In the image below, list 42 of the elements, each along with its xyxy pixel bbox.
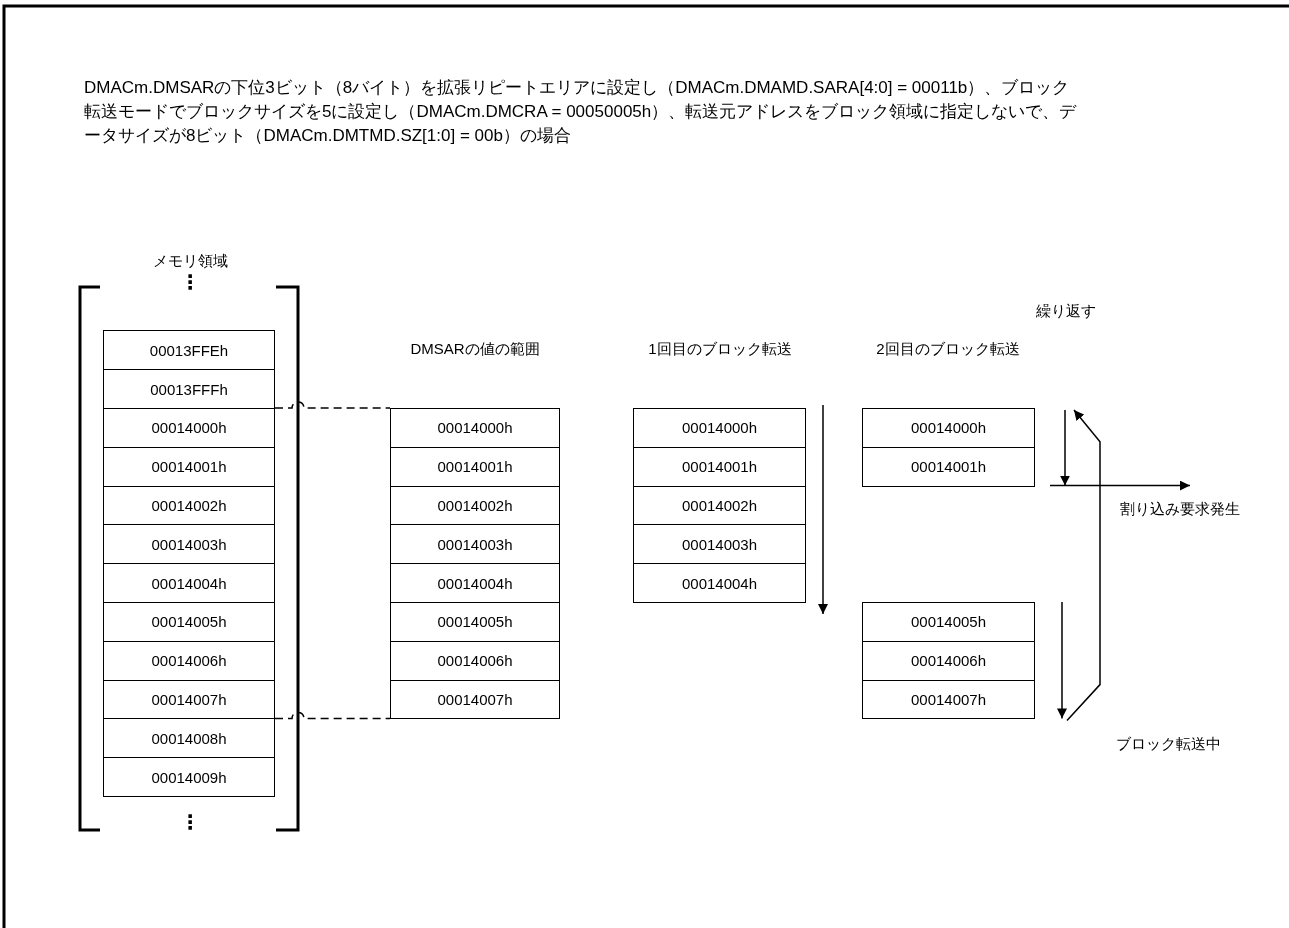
memory-cell: 00014000h (633, 408, 806, 448)
memory-cell: 00014002h (390, 485, 560, 526)
memory-cell: 00014003h (390, 524, 560, 565)
column-heading: 1回目のブロック転送 (648, 340, 792, 359)
memory-cell: 00013FFFh (103, 369, 275, 409)
memory-cell: 00014001h (862, 446, 1035, 487)
memory-cell: 00013FFEh (103, 330, 275, 371)
guide-line (274, 401, 391, 409)
memory-cell: 00014005h (862, 602, 1035, 642)
ellipsis: ⋮ (180, 270, 200, 294)
column-heading: 2回目のブロック転送 (876, 340, 1020, 359)
memory-cell: 00014006h (862, 640, 1035, 681)
memory-cell: 00014004h (103, 563, 275, 603)
memory-cell: 00014001h (103, 446, 275, 487)
memory-cell: 00014002h (633, 485, 806, 526)
column-heading: メモリ領域 (152, 252, 228, 271)
memory-cell: 00014008h (103, 718, 275, 759)
memory-cell: 00014006h (103, 640, 275, 681)
column-heading: DMSARの値の範囲 (410, 340, 540, 359)
memory-cell: 00014005h (103, 602, 275, 642)
memory-cell: 00014007h (103, 679, 275, 720)
ellipsis: ⋮ (180, 810, 200, 834)
memory-cell: 00014000h (390, 408, 560, 448)
memory-cell: 00014003h (633, 524, 806, 565)
memory-cell: 00014004h (390, 563, 560, 603)
memory-cell: 00014007h (390, 679, 560, 720)
memory-cell: 00014007h (862, 679, 1035, 720)
memory-cell: 00014006h (390, 640, 560, 681)
memory-cell: 00014009h (103, 757, 275, 797)
memory-cell: 00014002h (103, 485, 275, 526)
guide-line (274, 711, 391, 720)
memory-cell: 00014001h (390, 446, 560, 487)
note-text: 繰り返す (1036, 302, 1096, 321)
description-text: DMACm.DMSARの下位3ビット（8バイト）を拡張リピートエリアに設定し（DMACm.DMAMD.SARA[4:0] = 00011b）、ブロック転送モードでブロックサイズを5に設定し（DMACm.DMCRA = 00050005h）、転送元アドレスをブロック領域に指定しないで、データサイズが8ビット（DMACm.DMTMD.SZ[1:0] = 00b）の場合 (84, 77, 1078, 147)
memory-cell: 00014005h (390, 602, 560, 642)
memory-cell: 00014000h (103, 408, 275, 448)
memory-cell: 00014000h (862, 408, 1035, 448)
note-text: ブロック転送中 (1115, 735, 1221, 754)
memory-cell: 00014001h (633, 446, 806, 487)
memory-cell: 00014004h (633, 563, 806, 603)
note-text: 割り込み要求発生 (1120, 500, 1240, 519)
memory-cell: 00014003h (103, 524, 275, 565)
